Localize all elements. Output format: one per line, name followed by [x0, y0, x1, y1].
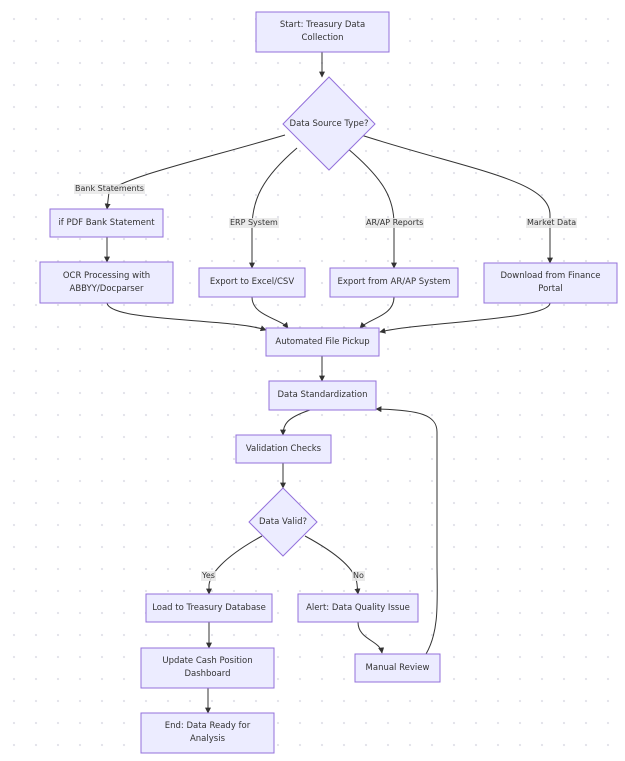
- node-export-arap: [329, 267, 459, 298]
- node-ocr: [39, 261, 174, 304]
- edge-label-arap-reports: AR/AP Reports: [365, 218, 425, 228]
- node-source-type: [282, 76, 376, 171]
- node-if-pdf: [49, 208, 164, 238]
- edge-valid-to-alert: [304, 535, 361, 595]
- edge-source-to-export-arap: [346, 147, 397, 269]
- edge-label-yes: Yes: [201, 571, 216, 581]
- node-export-excel: [198, 267, 306, 298]
- node-data-valid: [248, 487, 318, 557]
- node-download-portal: [483, 262, 618, 304]
- node-standardization: [268, 380, 377, 411]
- node-load-db: [145, 593, 273, 623]
- node-manual-review: [354, 653, 441, 683]
- edge-ocr-to-pickup: [106, 302, 267, 332]
- node-file-pickup: [265, 327, 380, 357]
- edge-label-erp-system: ERP System: [229, 218, 279, 228]
- edge-source-to-if-pdf: [104, 134, 286, 210]
- edge-valid-to-load: [206, 535, 263, 595]
- edge-label-no: No: [352, 571, 365, 581]
- edge-source-to-download: [360, 134, 553, 264]
- node-end: [140, 712, 275, 754]
- edge-download-to-pickup: [379, 302, 551, 334]
- node-validation: [235, 434, 332, 464]
- edge-label-bank-statements: Bank Statements: [74, 184, 145, 194]
- edge-excel-to-pickup: [251, 296, 289, 329]
- edge-label-market-data: Market Data: [526, 218, 578, 228]
- edge-standardization-to-validation: [280, 409, 311, 436]
- node-update-dashboard: [140, 647, 275, 689]
- node-start: [255, 11, 390, 53]
- edge-arap-to-pickup: [359, 296, 395, 329]
- edge-source-to-export-excel: [249, 147, 298, 269]
- edge-review-to-standardization: [375, 406, 438, 655]
- node-alert: [297, 593, 419, 623]
- edge-alert-to-review: [357, 621, 385, 654]
